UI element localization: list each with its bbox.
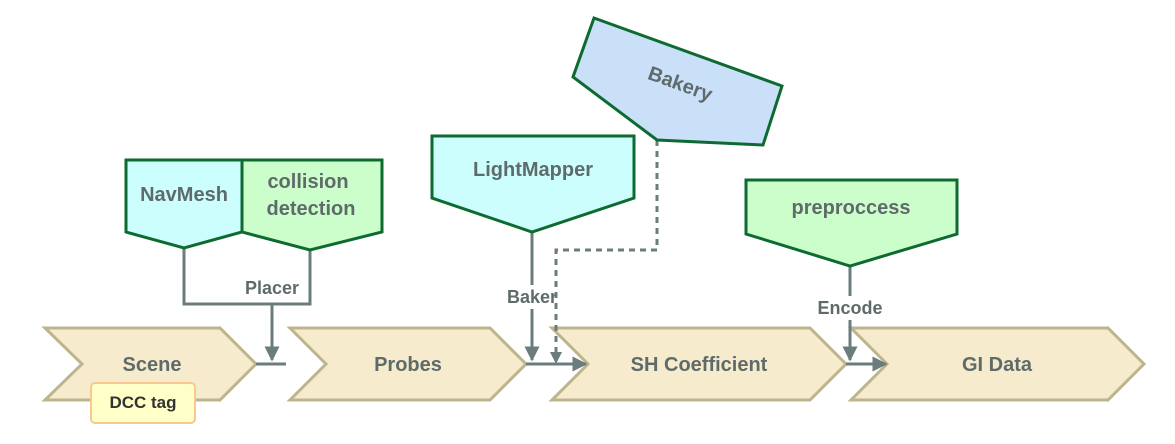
preprocess-tool: preproccess <box>744 178 959 268</box>
preprocess-label: preproccess <box>792 197 911 219</box>
placer-label-bg <box>238 276 308 300</box>
dcc-tag-badge: DCC tag <box>90 382 196 424</box>
collision-label-line2: detection <box>267 198 356 220</box>
lightmapper-label: LightMapper <box>473 159 593 181</box>
placer-bracket <box>182 248 312 306</box>
encode-label: Encode <box>817 298 882 318</box>
baker-label-bg <box>500 285 564 309</box>
collision-label-line1: collision <box>267 171 348 193</box>
stage-sh-coefficient: SH Coefficient <box>548 326 849 402</box>
lightmapper-tool: LightMapper <box>430 134 636 234</box>
navmesh-tool: NavMesh <box>124 158 244 250</box>
stage-probes: Probes <box>286 326 529 402</box>
bakery-dashed-connector <box>554 140 659 360</box>
encode-label-bg <box>810 296 890 320</box>
stage-gi-data: GI Data <box>847 326 1147 402</box>
navmesh-label: NavMesh <box>140 184 228 206</box>
bakery-arrowhead <box>550 352 562 364</box>
placer-label: Placer <box>245 278 299 298</box>
bakery-tool: Bakery <box>571 16 784 147</box>
stage-probes-label: Probes <box>374 354 442 376</box>
baker-label: Baker <box>507 287 557 307</box>
collision-detection-tool: collision detection <box>240 158 384 252</box>
stage-gi-data-label: GI Data <box>962 354 1033 376</box>
stage-scene-label: Scene <box>123 354 182 376</box>
stage-sh-coefficient-label: SH Coefficient <box>631 354 768 376</box>
